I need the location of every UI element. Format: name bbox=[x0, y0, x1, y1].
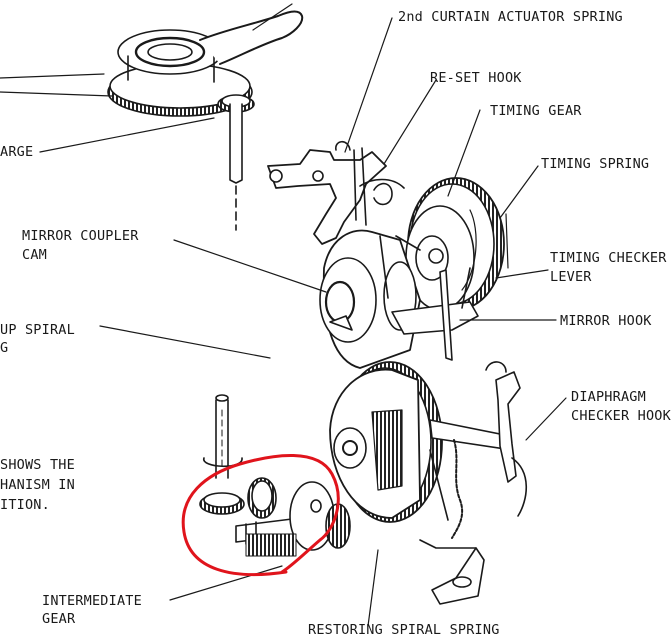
caption-line3: ITION. bbox=[0, 497, 50, 513]
label-mirror-coupler-line2: CAM bbox=[22, 247, 47, 263]
leader-lines bbox=[0, 3, 567, 627]
label-mirror-coupler-line1: MIRROR COUPLER bbox=[22, 228, 139, 244]
label-up-spiral-line2: G bbox=[0, 340, 9, 356]
timing-gear bbox=[405, 177, 509, 311]
upper-actuator-levers bbox=[267, 140, 405, 245]
label-up-spiral-line1: UP SPIRAL bbox=[0, 322, 75, 338]
label-timing-checker-line2: LEVER bbox=[550, 269, 592, 285]
label-mirror-hook: MIRROR HOOK bbox=[560, 313, 652, 329]
mirror-coupler-cam bbox=[319, 229, 421, 369]
label-restoring-spiral-spring: RESTORING SPIRAL SPRING bbox=[308, 622, 500, 638]
label-intermediate-gear-line1: INTERMEDIATE bbox=[42, 593, 142, 609]
mirror-hook-lever bbox=[391, 267, 479, 361]
label-diaphragm-line1: DIAPHRAGM bbox=[571, 389, 646, 405]
label-timing-spring: TIMING SPRING bbox=[541, 156, 650, 172]
highlight-circle bbox=[181, 453, 340, 576]
intermediate-gear-train bbox=[199, 394, 351, 557]
label-reset-hook: RE-SET HOOK bbox=[430, 70, 522, 86]
label-intermediate-gear-line2: GEAR bbox=[42, 611, 76, 627]
label-timing-checker-line1: TIMING CHECKER bbox=[550, 250, 667, 266]
label-diaphragm-line2: CHECKER HOOK bbox=[571, 408, 671, 424]
caption-line1: SHOWS THE bbox=[0, 457, 75, 473]
label-charge: ARGE bbox=[0, 144, 34, 160]
right-linkage bbox=[419, 361, 527, 605]
caption-line2: HANISM IN bbox=[0, 477, 75, 493]
label-curtain-actuator-spring: 2nd CURTAIN ACTUATOR SPRING bbox=[398, 9, 623, 25]
top-lever-assembly bbox=[107, 10, 304, 231]
label-timing-gear: TIMING GEAR bbox=[490, 103, 582, 119]
large-lower-gear bbox=[329, 361, 443, 523]
